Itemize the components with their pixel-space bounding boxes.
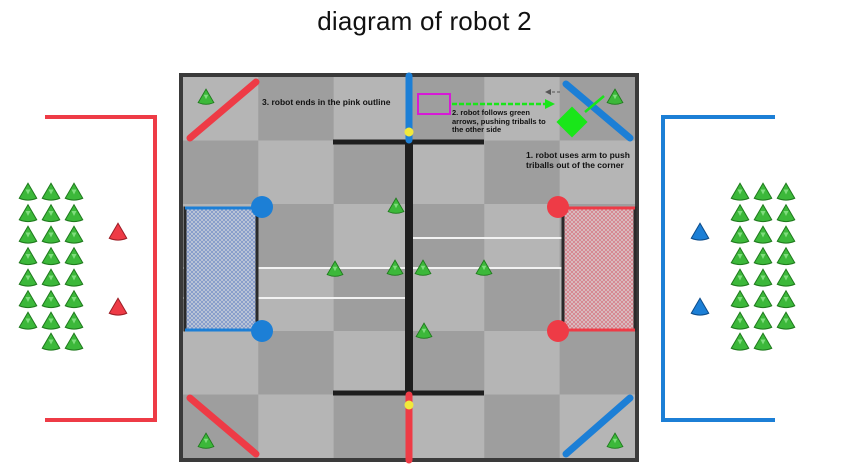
field-tile xyxy=(333,394,409,458)
triball-icon xyxy=(753,311,773,330)
field-tile xyxy=(484,267,560,331)
field-tile xyxy=(258,394,334,458)
triball-icon xyxy=(64,311,84,330)
triball-icon xyxy=(64,268,84,287)
triball-icon xyxy=(18,225,38,244)
blue-alliance-stockpile xyxy=(690,182,796,351)
triball-icon xyxy=(776,290,796,309)
field-tile xyxy=(484,77,560,141)
triball-icon xyxy=(41,268,61,287)
triball-icon xyxy=(753,268,773,287)
triball-icon xyxy=(41,204,61,223)
triball-icon xyxy=(18,311,38,330)
triball-icon xyxy=(41,247,61,266)
field-tile xyxy=(409,394,485,458)
triball-icon xyxy=(41,311,61,330)
triball-icon xyxy=(730,332,750,351)
red-goal xyxy=(561,206,637,332)
field-tile xyxy=(559,140,635,204)
triball-icon xyxy=(753,225,773,244)
field-tile xyxy=(409,140,485,204)
triball-icon xyxy=(64,182,84,201)
red-alliance-stockpile xyxy=(18,182,128,351)
triball-icon xyxy=(753,204,773,223)
blue-goal xyxy=(183,206,259,332)
annotation-step-2: 2. robot follows green arrows, pushing t… xyxy=(452,108,546,134)
field-tile xyxy=(333,331,409,395)
field-tile xyxy=(409,77,485,141)
annotation-step-3: 3. robot ends in the pink outline xyxy=(262,97,391,107)
triball-icon xyxy=(730,311,750,330)
triball-icon xyxy=(776,247,796,266)
triball-icon xyxy=(64,247,84,266)
field-tile xyxy=(333,77,409,141)
triball-icon xyxy=(108,222,128,241)
triball-icon xyxy=(730,247,750,266)
triball-icon xyxy=(18,182,38,201)
field-tile xyxy=(484,140,560,204)
annotation-step-1: 1. robot uses arm to push triballs out o… xyxy=(526,150,630,170)
blue-alliance-station xyxy=(661,115,775,422)
triball-icon xyxy=(41,225,61,244)
triball-icon xyxy=(64,225,84,244)
field-tile xyxy=(333,204,409,268)
triball-icon xyxy=(753,247,773,266)
center-barrier xyxy=(405,140,413,392)
field-tile xyxy=(333,140,409,204)
triball-icon xyxy=(690,297,710,316)
triball-icon xyxy=(108,297,128,316)
red-alliance-station xyxy=(45,115,157,422)
triball-icon xyxy=(64,290,84,309)
triball-icon xyxy=(64,332,84,351)
triball-icon xyxy=(730,268,750,287)
field-tile xyxy=(258,331,334,395)
field-tile xyxy=(258,140,334,204)
triball-icon xyxy=(18,247,38,266)
triball-icon xyxy=(776,204,796,223)
robot-arm xyxy=(584,95,605,113)
triball-icon xyxy=(776,268,796,287)
triball-icon xyxy=(753,182,773,201)
field-tile xyxy=(409,267,485,331)
triball-icon xyxy=(690,222,710,241)
field-tile xyxy=(258,77,334,141)
field-tile xyxy=(258,204,334,268)
field-tile xyxy=(409,331,485,395)
triball-icon xyxy=(18,204,38,223)
triball-icon xyxy=(41,182,61,201)
pink-end-outline xyxy=(417,93,451,115)
field-tile xyxy=(484,394,560,458)
triball-icon xyxy=(730,204,750,223)
triball-icon xyxy=(41,290,61,309)
field-tile xyxy=(409,204,485,268)
triball-icon xyxy=(776,225,796,244)
red-corner-bar-top xyxy=(186,78,260,142)
triball-icon xyxy=(730,225,750,244)
field-tile xyxy=(258,267,334,331)
field-tile xyxy=(183,140,259,204)
blue-corner-bar-bottom xyxy=(562,394,634,458)
field-tile xyxy=(484,204,560,268)
field-tile xyxy=(559,331,635,395)
red-corner-bar-bottom xyxy=(186,394,260,458)
triball-icon xyxy=(776,182,796,201)
triball-icon xyxy=(18,268,38,287)
triball-icon xyxy=(730,290,750,309)
triball-icon xyxy=(753,332,773,351)
triball-icon xyxy=(730,182,750,201)
field-tile xyxy=(333,267,409,331)
triball-icon xyxy=(753,290,773,309)
blue-corner-bar-top xyxy=(562,80,634,142)
triball-icon xyxy=(64,204,84,223)
triball-icon xyxy=(41,332,61,351)
triball-icon xyxy=(18,290,38,309)
field-tile xyxy=(183,331,259,395)
diagram-title: diagram of robot 2 xyxy=(317,6,532,36)
field-tile xyxy=(484,331,560,395)
triball-icon xyxy=(776,311,796,330)
